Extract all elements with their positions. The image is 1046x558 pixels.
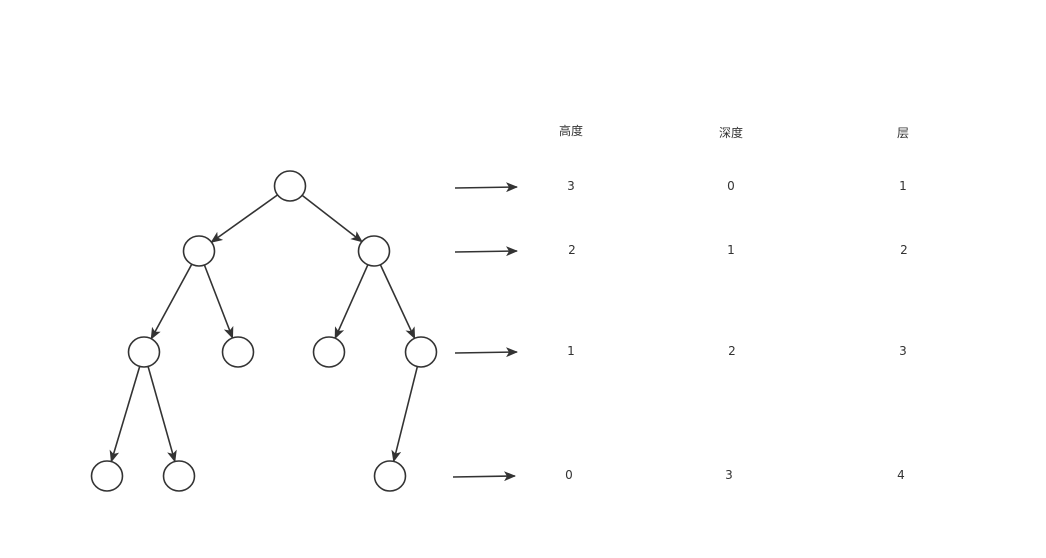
tree-edge-arrow [301, 194, 363, 243]
tree-edge-arrow [203, 264, 234, 339]
table-cell: 2 [900, 243, 908, 257]
tree-node [312, 336, 346, 368]
table-cell: 2 [568, 243, 576, 257]
tree-edge-arrow [391, 366, 419, 463]
tree-edge-arrow [210, 194, 279, 243]
table-cell: 3 [899, 344, 907, 358]
table-cell: 3 [725, 468, 733, 482]
tree-edge-arrow [379, 264, 416, 340]
table-cell: 1 [567, 344, 575, 358]
table-cell: 3 [567, 179, 575, 193]
tree-edge-arrow [150, 263, 193, 340]
tree-node [127, 336, 161, 368]
tree-node [273, 170, 307, 202]
tree-node [221, 336, 255, 368]
tree-node [182, 235, 216, 267]
tree-node [404, 336, 438, 368]
table-cell: 0 [727, 179, 735, 193]
tree-edge-arrow [147, 366, 177, 463]
table-cell: 0 [565, 468, 573, 482]
table-cell: 1 [727, 243, 735, 257]
level-pointer-arrow [454, 347, 518, 358]
table-cell: 2 [728, 344, 736, 358]
level-pointer-arrow [452, 471, 516, 482]
tree-node [90, 460, 124, 492]
tree-node [373, 460, 407, 492]
column-header: 层 [896, 126, 910, 140]
tree-node [357, 235, 391, 267]
tree-node [162, 460, 196, 492]
level-pointer-arrow [454, 246, 518, 257]
table-cell: 4 [897, 468, 905, 482]
column-header: 高度 [558, 124, 584, 138]
tree-edge-arrow [109, 366, 141, 463]
tree-edge-arrow [334, 264, 369, 340]
level-pointer-arrow [454, 182, 518, 193]
table-cell: 1 [899, 179, 907, 193]
column-header: 深度 [718, 126, 744, 140]
